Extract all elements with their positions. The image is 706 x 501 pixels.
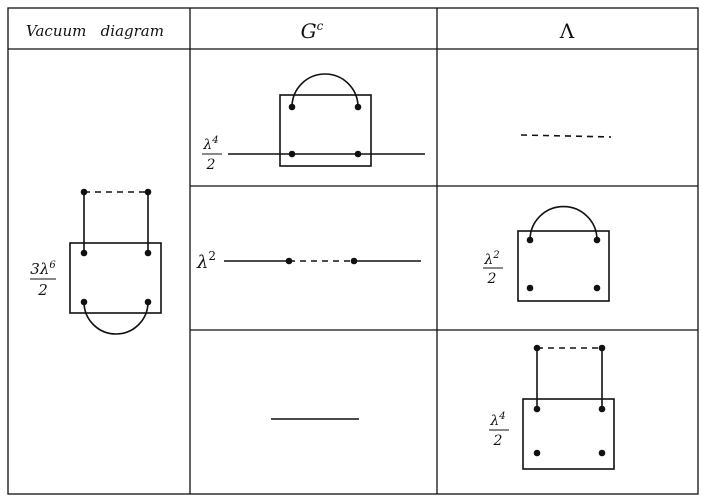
lambda-row2-coefficient: λ2 2: [483, 250, 503, 287]
lambda-row2-coef-numerator: λ2: [483, 250, 499, 268]
vertex-dot: [533, 449, 541, 457]
vertex-dot: [598, 344, 606, 352]
vertex-dot: [533, 405, 541, 413]
propagator-arc: [291, 73, 359, 108]
header-gc-base: G: [301, 19, 317, 43]
vacuum-coef-numerator: 3λ6: [30, 260, 56, 278]
vertex-dot: [598, 449, 606, 457]
lambda-row2-coef-denominator: 2: [487, 271, 497, 287]
vertex-box: [69, 242, 162, 314]
vertex-dot: [144, 298, 152, 306]
gc-row2-coefficient: λ2: [196, 249, 216, 273]
gc-row2-coef-exp: 2: [208, 249, 216, 263]
vertex-dot: [288, 150, 296, 158]
gc-row1-coefficient: λ4 2: [202, 135, 222, 173]
vertex-dot: [526, 236, 534, 244]
vertex-dot: [354, 150, 362, 158]
table-border: [7, 7, 699, 495]
vertex-box: [522, 398, 615, 470]
lambda-row2-coef-numerator-base: λ: [483, 252, 493, 268]
propagator-arc: [83, 301, 149, 335]
vertex-dot: [144, 249, 152, 257]
table-grid: [7, 7, 699, 495]
lambda-row3-coef-numerator: λ4: [489, 411, 505, 429]
vertex-box: [517, 230, 610, 302]
vertex-dot: [598, 405, 606, 413]
lambda-row3-coef-numerator-exp: 4: [498, 411, 505, 422]
vertex-box: [279, 94, 372, 167]
vertex-dot: [285, 257, 293, 265]
vertex-dot: [80, 188, 88, 196]
lambda-row3-diagram: [522, 344, 615, 470]
gc-row2-coef: λ2: [196, 249, 216, 273]
lambda-row3-coef-numerator-base: λ: [489, 413, 499, 429]
vertex-dot: [593, 236, 601, 244]
vertex-dot: [288, 103, 296, 111]
header-gc: Gc: [301, 19, 324, 43]
lambda-row2-coef-numerator-exp: 2: [492, 250, 499, 261]
header-lambda: Λ: [559, 19, 575, 43]
vacuum-coef-numerator-base: 3λ: [30, 260, 49, 278]
lambda-row2-diagram: [517, 205, 610, 302]
gc-row1-coef-numerator-exp: 4: [211, 135, 218, 146]
vertex-dot: [354, 103, 362, 111]
header-vacuum-diagram: Vacuum diagram: [26, 22, 164, 40]
lambda-row1-dashed-propagator: [520, 134, 612, 138]
vertex-dot: [593, 284, 601, 292]
vacuum-coefficient: 3λ6 2: [30, 260, 56, 299]
vacuum-coef-denominator: 2: [37, 281, 48, 299]
gc-row2-diagram: [224, 257, 421, 265]
gc-row2-coef-base: λ: [196, 252, 208, 273]
gc-row1-coef-numerator-base: λ: [202, 137, 212, 153]
gc-row1-coef-numerator: λ4: [202, 135, 218, 153]
vertex-dot: [526, 284, 534, 292]
lambda-row3-coef-denominator: 2: [493, 433, 503, 449]
gc-row1-diagram: [228, 73, 425, 167]
vertex-dot: [80, 298, 88, 306]
vacuum-diagram: [69, 188, 162, 335]
vertex-dot: [533, 344, 541, 352]
header-gc-superscript: c: [317, 19, 324, 33]
propagator-arc: [529, 205, 598, 241]
vertex-dot: [350, 257, 358, 265]
lambda-row3-coefficient: λ4 2: [489, 411, 509, 449]
vertex-dot: [80, 249, 88, 257]
vacuum-coef-numerator-exp: 6: [49, 260, 56, 271]
gc-row1-coef-denominator: 2: [206, 157, 216, 173]
vertex-dot: [144, 188, 152, 196]
